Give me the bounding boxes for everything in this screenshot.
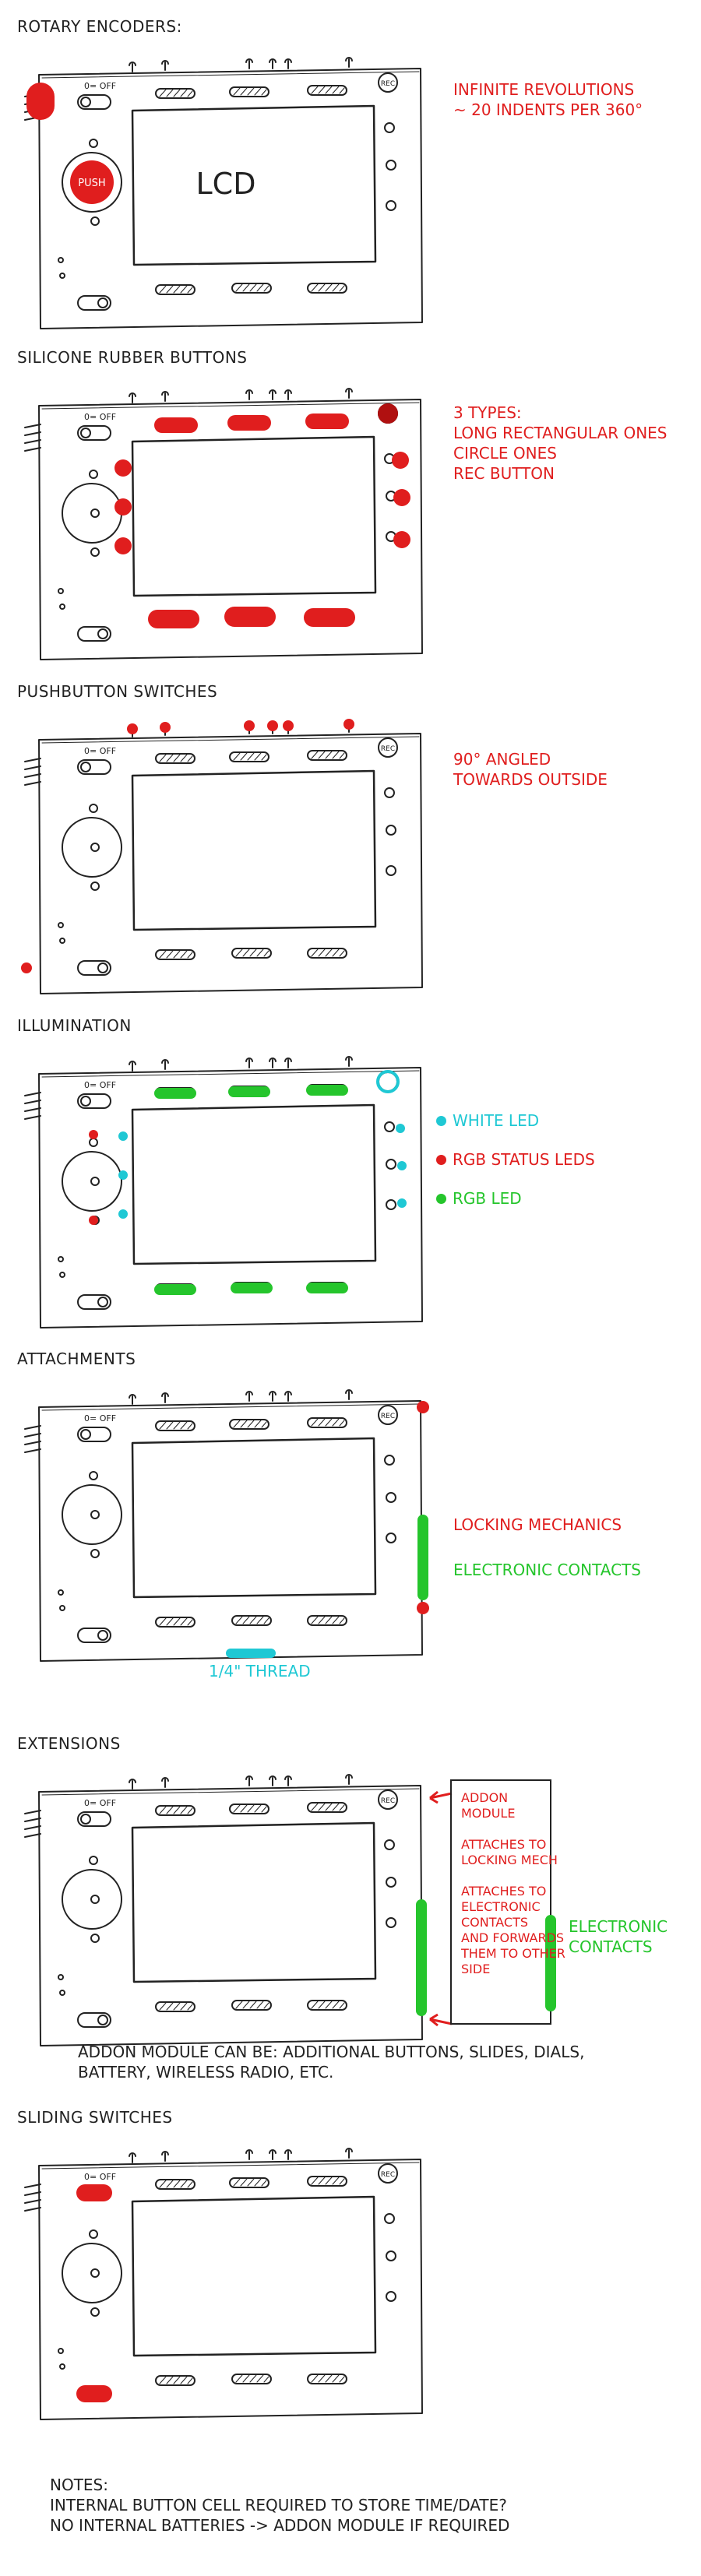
- caption-line: ADDON MODULE CAN BE: ADDITIONAL BUTTONS,…: [78, 2043, 585, 2061]
- slider-top-highlight: [76, 2184, 112, 2201]
- rubber-button-highlights: [114, 403, 410, 628]
- thread-highlight: [226, 1649, 276, 1658]
- section-heading: ROTARY ENCODERS:: [17, 17, 182, 36]
- device-sketch: 0= OFF: [23, 387, 424, 661]
- device-sketch: 0= OFF: [23, 1055, 424, 1329]
- legend-label: RGB LED: [453, 1189, 522, 1208]
- switch-label: 0= OFF: [84, 1798, 116, 1808]
- lock-top: [417, 1401, 429, 1413]
- pushbutton-highlights: [21, 719, 354, 973]
- notes-line: NOTES:: [50, 2476, 108, 2494]
- switch-label: 0= OFF: [84, 1413, 116, 1423]
- rgb-led-highlights: [154, 1085, 348, 1295]
- contacts-line: ELECTRONIC: [569, 1917, 668, 1936]
- module-line: AND FORWARDS: [461, 1930, 565, 1945]
- section-heading: EXTENSIONS: [17, 1734, 121, 1753]
- legend-swatch: [436, 1154, 446, 1165]
- addon-contact-strip: [545, 1915, 556, 2011]
- slider-bottom-highlight: [76, 2385, 112, 2402]
- section-heading: SILICONE RUBBER BUTTONS: [17, 348, 248, 367]
- legend-swatch: [436, 1115, 446, 1126]
- module-line: [461, 1821, 586, 1837]
- section-heading: PUSHBUTTON SWITCHES: [17, 682, 218, 701]
- status-led-highlights: [89, 1130, 98, 1225]
- notes-line: NO INTERNAL BATTERIES -> ADDON MODULE IF…: [50, 2516, 510, 2535]
- module-line: THEM TO OTHER SIDE: [461, 1946, 565, 1976]
- legend-label: RGB STATUS LEDS: [453, 1150, 595, 1169]
- module-line: [461, 1868, 586, 1884]
- module-line: CONTACTS: [461, 1915, 529, 1930]
- white-led-highlights: [118, 1070, 407, 1219]
- note-line: LONG RECTANGULAR ONES: [453, 424, 668, 442]
- note-line: 90° ANGLED: [453, 750, 551, 769]
- notes-line: INTERNAL BUTTON CELL REQUIRED TO STORE T…: [50, 2496, 507, 2514]
- device-sketch: PUSH LCD 0= OFF REC: [23, 56, 424, 330]
- legend-rgb-led: RGB LED: [436, 1189, 522, 1208]
- rec-label: REC: [381, 80, 395, 88]
- arrow-top: [429, 1790, 453, 1804]
- rec-label: REC: [381, 1797, 395, 1805]
- footer-notes: NOTES: INTERNAL BUTTON CELL REQUIRED TO …: [50, 2475, 509, 2536]
- push-encoder-highlight: [70, 160, 114, 204]
- arrow-bottom: [429, 2013, 453, 2027]
- buttons-notes: 3 TYPES: LONG RECTANGULAR ONES CIRCLE ON…: [453, 403, 668, 484]
- module-line: ELECTRONIC: [461, 1899, 541, 1914]
- contacts-label: ELECTRONIC CONTACTS: [453, 1561, 641, 1579]
- push-label: PUSH: [78, 178, 105, 189]
- thread-label: 1/4" THREAD: [209, 1662, 311, 1680]
- switch-label: 0= OFF: [84, 412, 116, 422]
- addon-module-text: ADDON MODULE ATTACHES TO LOCKING MECH AT…: [461, 1790, 586, 1977]
- contact-strip: [417, 1515, 428, 1600]
- section-heading: ATTACHMENTS: [17, 1350, 136, 1368]
- rec-label: REC: [381, 1413, 395, 1420]
- device-sketch: 0= OFF REC: [21, 719, 424, 995]
- legend-label: WHITE LED: [453, 1111, 540, 1130]
- note-line: REC BUTTON: [453, 464, 555, 483]
- device-sketch: 0= OFF REC: [23, 1773, 453, 2047]
- switch-label: 0= OFF: [84, 2172, 116, 2182]
- lock-bottom: [417, 1602, 429, 1614]
- section-heading: ILLUMINATION: [17, 1016, 132, 1035]
- note-line: INFINITE REVOLUTIONS: [453, 80, 635, 99]
- switch-label: 0= OFF: [84, 746, 116, 756]
- contact-strip: [416, 1899, 427, 2016]
- lcd-label: LCD: [196, 167, 256, 201]
- note-line: 3 TYPES:: [453, 403, 522, 422]
- module-line: ADDON: [461, 1790, 509, 1805]
- module-line: MODULE: [461, 1806, 516, 1821]
- note-line: ~ 20 INDENTS PER 360°: [453, 100, 643, 119]
- note-line: TOWARDS OUTSIDE: [453, 770, 608, 789]
- legend-rgb-status-leds: RGB STATUS LEDS: [436, 1150, 595, 1169]
- switch-label: 0= OFF: [84, 81, 116, 91]
- contacts-line: CONTACTS: [569, 1937, 653, 1956]
- locking-label: LOCKING MECHANICS: [453, 1515, 622, 1534]
- legend-swatch: [436, 1193, 446, 1204]
- pushbutton-notes: 90° ANGLED TOWARDS OUTSIDE: [453, 749, 608, 790]
- extension-caption: ADDON MODULE CAN BE: ADDITIONAL BUTTONS,…: [78, 2042, 584, 2082]
- module-line: LOCKING MECH: [461, 1853, 558, 1867]
- device-sketch: 0= OFF REC: [23, 1388, 429, 1663]
- extension-contacts-label: ELECTRONIC CONTACTS: [569, 1916, 668, 1957]
- section-heading: SLIDING SWITCHES: [17, 2108, 173, 2127]
- module-line: ATTACHES TO: [461, 1884, 547, 1899]
- legend-white-led: WHITE LED: [436, 1111, 539, 1130]
- caption-line: BATTERY, WIRELESS RADIO, ETC.: [78, 2063, 334, 2082]
- module-line: ATTACHES TO: [461, 1837, 547, 1852]
- top-encoder-highlight: [26, 83, 55, 120]
- rec-label: REC: [381, 2171, 395, 2179]
- rec-label: REC: [381, 745, 395, 753]
- switch-label: 0= OFF: [84, 1080, 116, 1090]
- note-line: CIRCLE ONES: [453, 444, 557, 463]
- device-sketch: 0= OFF REC: [23, 2147, 424, 2421]
- rotary-notes: INFINITE REVOLUTIONS ~ 20 INDENTS PER 36…: [453, 79, 643, 120]
- addon-module-box: [450, 1779, 551, 2025]
